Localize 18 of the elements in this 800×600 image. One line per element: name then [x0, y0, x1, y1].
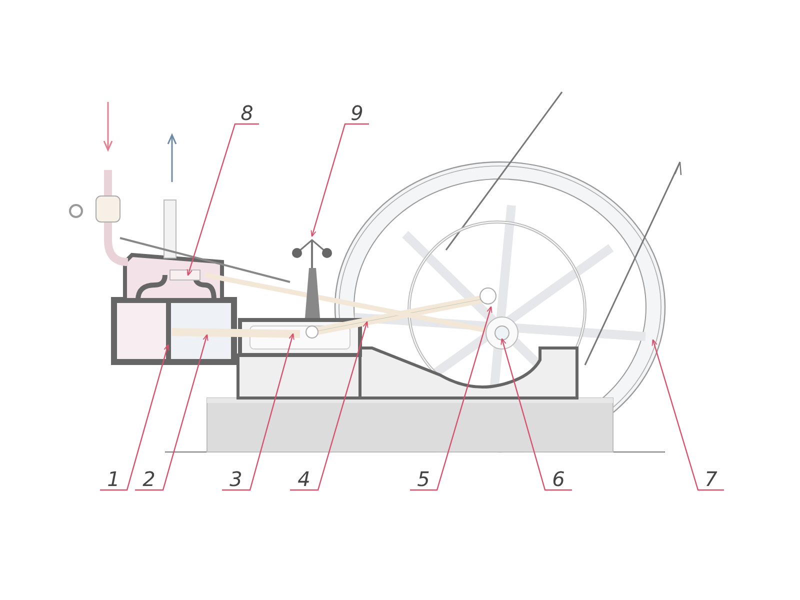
- leader-line: [652, 338, 724, 491]
- leader-line: [310, 123, 369, 238]
- callout-number: 3: [222, 468, 250, 490]
- leader-line: [100, 344, 170, 491]
- callout-number: 5: [410, 468, 437, 490]
- callout-number: 4: [290, 468, 318, 490]
- callout-number: 7: [698, 468, 724, 490]
- leader-line: [410, 306, 492, 491]
- callout-number: 2: [135, 468, 163, 490]
- leader-line: [135, 334, 208, 491]
- callout-number: 8: [235, 102, 259, 124]
- leader-line: [222, 332, 294, 491]
- callout-number: 1: [100, 468, 127, 490]
- leader-line: [186, 123, 259, 276]
- leader-line: [290, 320, 368, 491]
- callout-number: 9: [345, 102, 369, 124]
- callout-number: 6: [545, 468, 572, 490]
- leader-line: [500, 338, 572, 491]
